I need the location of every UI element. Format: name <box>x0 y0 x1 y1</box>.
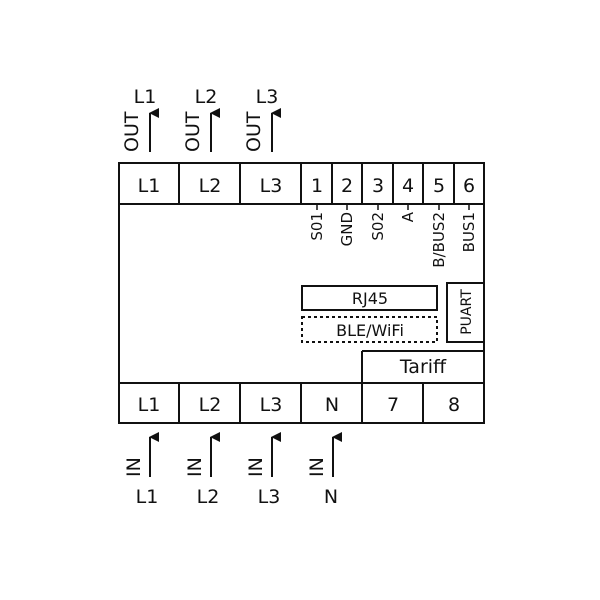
output-l1-out-label: OUT <box>121 111 143 152</box>
top-terminal-2: 2 <box>341 175 353 197</box>
top-terminal-1: 1 <box>311 175 323 197</box>
top-terminal-l1: L1 <box>138 175 161 197</box>
bottom-terminal-l3: L3 <box>260 394 283 416</box>
ble-wifi-label: BLE/WiFi <box>336 321 404 340</box>
puart-label: PUART <box>459 289 475 335</box>
top-terminal-separators <box>178 163 455 204</box>
rj45-label: RJ45 <box>352 289 388 308</box>
signal-b-bus2: B/BUS2 <box>430 212 448 268</box>
bottom-terminal-8: 8 <box>448 394 460 416</box>
input-l1-phase-label: L1 <box>136 486 159 508</box>
bottom-terminal-n: N <box>325 394 339 416</box>
tariff-label: Tariff <box>399 356 447 378</box>
input-l2-phase-label: L2 <box>197 486 220 508</box>
output-l3: L3 OUT <box>243 86 281 152</box>
signal-gnd: GND <box>338 212 356 246</box>
output-l2-phase-label: L2 <box>195 86 218 108</box>
bottom-terminal-l1: L1 <box>138 394 161 416</box>
signal-bus1: BUS1 <box>460 212 478 252</box>
top-terminal-l3: L3 <box>260 175 283 197</box>
input-l3-in-label: IN <box>245 457 267 477</box>
input-l3: IN L3 <box>245 432 281 508</box>
top-terminal-l2: L2 <box>199 175 222 197</box>
output-l2: L2 OUT <box>182 86 220 152</box>
output-l2-out-label: OUT <box>182 111 204 152</box>
top-terminal-6: 6 <box>463 175 475 197</box>
input-l1-in-label: IN <box>123 457 145 477</box>
top-terminal-4: 4 <box>402 175 414 197</box>
signal-ticks <box>316 204 470 210</box>
rj45-module <box>301 285 438 311</box>
input-n: IN N <box>306 432 342 508</box>
bottom-terminal-7: 7 <box>387 394 399 416</box>
ble-wifi-module <box>301 316 438 343</box>
signal-a: A <box>399 211 417 222</box>
output-l3-out-label: OUT <box>243 111 265 152</box>
puart-module <box>446 282 485 343</box>
signal-s02: S02 <box>369 212 387 241</box>
input-l2: IN L2 <box>184 432 220 508</box>
output-l1: L1 OUT <box>121 86 159 152</box>
bottom-terminal-separators <box>178 383 424 423</box>
input-l1: IN L1 <box>123 432 159 508</box>
top-terminal-5: 5 <box>433 175 445 197</box>
input-l3-phase-label: L3 <box>258 486 281 508</box>
input-l2-in-label: IN <box>184 457 206 477</box>
input-n-phase-label: N <box>324 486 338 508</box>
signal-s01: S01 <box>308 212 326 241</box>
top-terminal-3: 3 <box>372 175 384 197</box>
input-n-in-label: IN <box>306 457 328 477</box>
output-l1-phase-label: L1 <box>134 86 157 108</box>
output-l3-phase-label: L3 <box>256 86 279 108</box>
bottom-terminal-l2: L2 <box>199 394 222 416</box>
